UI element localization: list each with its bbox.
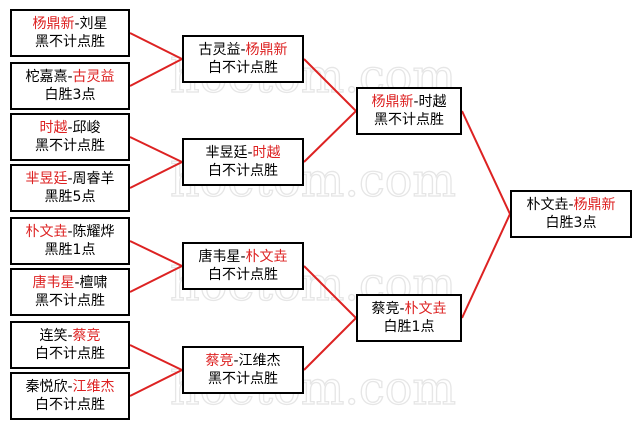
player-name: 时越 [39, 120, 68, 136]
match-players: 蔡竞-江维杰 [205, 353, 281, 369]
player-name: 杨鼎新 [573, 197, 616, 213]
player-name: 杨鼎新 [371, 94, 414, 110]
player-name: 周睿羊 [72, 171, 115, 187]
player-name: 江维杰 [72, 379, 115, 395]
player-name: 芈昱廷 [25, 171, 68, 187]
player-name: 柁嘉熹 [25, 69, 68, 85]
player-name: 邱峻 [72, 120, 101, 136]
match-box-r2m2: 芈昱廷-时越 白不计点胜 [182, 138, 304, 186]
match-players: 杨鼎新-刘星 [32, 16, 108, 32]
player-name: 杨鼎新 [245, 42, 288, 58]
match-box-r2m3: 唐韦星-朴文垚 白不计点胜 [182, 242, 304, 290]
match-result: 黑胜5点 [44, 189, 96, 205]
match-result: 白不计点胜 [208, 267, 278, 283]
player-name: 蔡竞 [371, 301, 400, 317]
match-result: 黑不计点胜 [35, 138, 105, 154]
player-name: 芈昱廷 [205, 145, 248, 161]
match-box-r1m3: 时越-邱峻 黑不计点胜 [10, 113, 130, 161]
match-box-r1m1: 杨鼎新-刘星 黑不计点胜 [10, 9, 130, 57]
player-name: 刘星 [79, 16, 108, 32]
match-players: 柁嘉熹-古灵益 [25, 69, 115, 85]
match-result: 白不计点胜 [35, 397, 105, 413]
match-result: 白胜3点 [545, 215, 597, 231]
match-players: 连笑-蔡竞 [39, 328, 101, 344]
player-name: 时越 [418, 94, 447, 110]
match-players: 朴文垚-陈耀烨 [25, 224, 115, 240]
connector-line [129, 136, 185, 189]
player-name: 时越 [252, 145, 281, 161]
player-name: 唐韦星 [32, 275, 75, 291]
connector-line [461, 110, 512, 319]
player-name: 杨鼎新 [32, 16, 75, 32]
player-name: 陈耀烨 [72, 224, 115, 240]
connector-line [129, 32, 185, 87]
match-box-r1m4: 芈昱廷-周睿羊 黑胜5点 [10, 164, 130, 212]
match-players: 时越-邱峻 [39, 120, 101, 136]
match-players: 杨鼎新-时越 [371, 94, 447, 110]
match-players: 秦悦欣-江维杰 [25, 379, 115, 395]
player-name: 朴文垚 [404, 301, 447, 317]
match-result: 白不计点胜 [35, 346, 105, 362]
match-players: 蔡竞-朴文垚 [371, 301, 447, 317]
connector-line [303, 265, 358, 371]
player-name: 连笑 [39, 328, 68, 344]
match-result: 黑胜1点 [44, 242, 96, 258]
player-name: 古灵益 [198, 42, 241, 58]
player-name: 蔡竞 [205, 353, 234, 369]
match-players: 古灵益-杨鼎新 [198, 42, 288, 58]
match-players: 朴文垚-杨鼎新 [526, 197, 616, 213]
match-box-r1m6: 唐韦星-檀啸 黑不计点胜 [10, 268, 130, 316]
player-name: 古灵益 [72, 69, 115, 85]
match-result: 黑不计点胜 [374, 112, 444, 128]
player-name: 秦悦欣 [25, 379, 68, 395]
match-box-final: 朴文垚-杨鼎新 白胜3点 [510, 190, 632, 238]
match-result: 白不计点胜 [208, 60, 278, 76]
player-name: 蔡竞 [72, 328, 101, 344]
match-players: 唐韦星-朴文垚 [198, 249, 288, 265]
player-name: 江维杰 [238, 353, 281, 369]
match-players: 唐韦星-檀啸 [32, 275, 108, 291]
match-box-r1m7: 连笑-蔡竞 白不计点胜 [10, 321, 130, 369]
connector-line [129, 344, 185, 397]
match-result: 黑不计点胜 [35, 293, 105, 309]
match-result: 黑不计点胜 [208, 371, 278, 387]
match-result: 白胜3点 [44, 87, 96, 103]
match-players: 芈昱廷-周睿羊 [25, 171, 115, 187]
player-name: 朴文垚 [245, 249, 288, 265]
match-box-r1m2: 柁嘉熹-古灵益 白胜3点 [10, 62, 130, 110]
match-players: 芈昱廷-时越 [205, 145, 281, 161]
match-box-r3m2: 蔡竞-朴文垚 白胜1点 [356, 294, 462, 342]
match-result: 白不计点胜 [208, 163, 278, 179]
player-name: 朴文垚 [526, 197, 569, 213]
match-box-r1m5: 朴文垚-陈耀烨 黑胜1点 [10, 217, 130, 265]
player-name: 唐韦星 [198, 249, 241, 265]
player-name: 朴文垚 [25, 224, 68, 240]
match-result: 黑不计点胜 [35, 34, 105, 50]
connector-line [303, 58, 358, 163]
match-result: 白胜1点 [383, 319, 435, 335]
match-box-r2m1: 古灵益-杨鼎新 白不计点胜 [182, 35, 304, 83]
match-box-r2m4: 蔡竞-江维杰 黑不计点胜 [182, 346, 304, 394]
match-box-r3m1: 杨鼎新-时越 黑不计点胜 [356, 87, 462, 135]
connector-line [129, 240, 185, 293]
match-box-r1m8: 秦悦欣-江维杰 白不计点胜 [10, 372, 130, 420]
player-name: 檀啸 [79, 275, 108, 291]
